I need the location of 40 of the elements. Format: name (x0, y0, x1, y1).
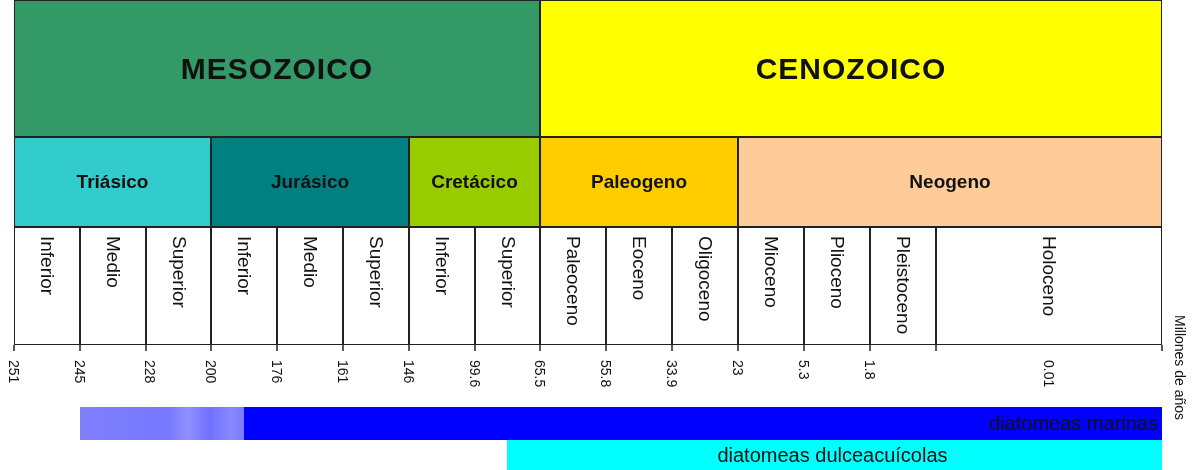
age-number: 200 (203, 360, 219, 384)
age-number: 23 (730, 360, 746, 376)
epoch-cell: Inferior (14, 227, 80, 345)
range-bar: diatomeas marinas (80, 407, 1162, 440)
age-number: 1.8 (862, 360, 878, 380)
epoch-cell: Plioceno (804, 227, 870, 345)
age-number: 65.5 (532, 360, 548, 388)
epoch-cell: Medio (80, 227, 146, 345)
epoch-cell: Superior (475, 227, 540, 345)
epoch-cell: Pleistoceno (870, 227, 936, 345)
epoch-cell: Medio (277, 227, 343, 345)
age-number: 33.9 (664, 360, 680, 388)
age-number: 251 (6, 360, 22, 384)
epoch-cell: Inferior (409, 227, 475, 345)
period-cell: Triásico (14, 137, 211, 227)
era-cell: CENOZOICO (540, 0, 1162, 137)
epoch-cell: Inferior (211, 227, 277, 345)
epoch-cell: Oligoceno (672, 227, 738, 345)
age-number: 176 (269, 360, 285, 384)
epoch-cell: Paleoceno (540, 227, 606, 345)
axis-unit-label: Millones de años (1172, 315, 1188, 421)
age-number: 228 (142, 360, 158, 384)
age-number: 99.6 (467, 360, 483, 388)
age-number: 146 (401, 360, 417, 384)
age-number: 55.8 (598, 360, 614, 388)
age-number: 0.01 (1041, 360, 1057, 388)
period-cell: Paleogeno (540, 137, 738, 227)
epoch-cell: Superior (146, 227, 211, 345)
epoch-cell: Holoceno (936, 227, 1162, 345)
epoch-cell: Mioceno (738, 227, 804, 345)
period-cell: Jurásico (211, 137, 409, 227)
age-number: 161 (335, 360, 351, 384)
period-cell: Neogeno (738, 137, 1162, 227)
epoch-cell: Eoceno (606, 227, 672, 345)
period-cell: Cretácico (409, 137, 540, 227)
age-number: 5.3 (796, 360, 812, 380)
era-cell: MESOZOICO (14, 0, 540, 137)
epoch-cell: Superior (343, 227, 409, 345)
range-bar: diatomeas dulceacuícolas (507, 440, 1162, 470)
age-number: 245 (72, 360, 88, 384)
